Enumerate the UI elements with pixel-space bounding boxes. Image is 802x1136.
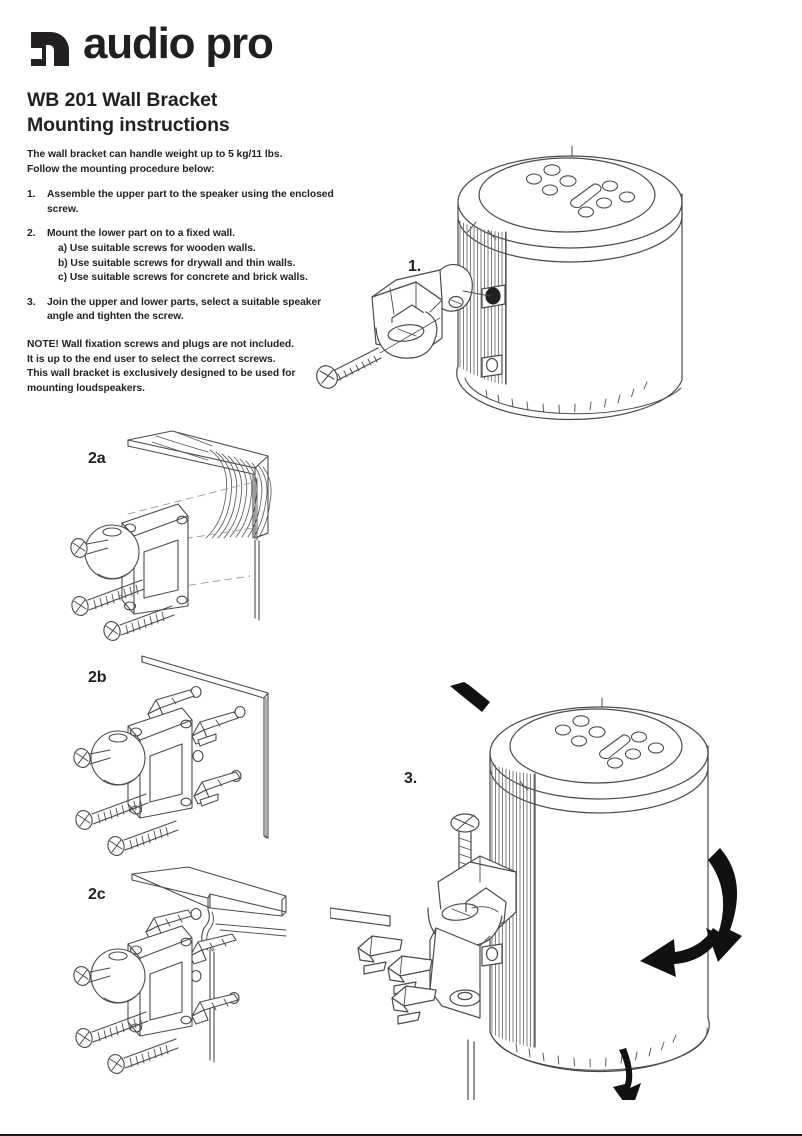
arrow-up-icon [450, 682, 490, 712]
figure-step-2c-illustration [60, 864, 310, 1082]
assembled-bracket [427, 855, 517, 1019]
step-item: 1. Assemble the upper part to the speake… [27, 188, 339, 217]
substep-a: a) Use suitable screws for wooden walls. [58, 243, 256, 255]
step-text-group: Mount the lower part on to a fixed wall.… [47, 227, 339, 285]
page-title: WB 201 Wall Bracket Mounting instruction… [27, 88, 230, 138]
figure-step-1-illustration [300, 122, 780, 502]
wall-plate-assembly [90, 707, 193, 819]
note-line-3: This wall bracket is exclusively designe… [27, 368, 296, 380]
step-item: 3. Join the upper and lower parts, selec… [27, 296, 339, 325]
drywall-screws [73, 748, 179, 856]
upper-bracket-part [371, 269, 443, 359]
instructions-copy: The wall bracket can handle weight up to… [27, 148, 339, 397]
figure-label-3: 3. [404, 770, 417, 787]
expansion-plugs [145, 909, 239, 1025]
motion-arrows [450, 682, 742, 1100]
drywall-panel [141, 655, 269, 839]
wood-screws [70, 538, 175, 641]
steps-list: 1. Assemble the upper part to the speake… [27, 188, 339, 325]
brand-logo: audio pro [27, 19, 274, 68]
wall-plate-assembly [90, 925, 193, 1037]
step-number: 1. [27, 189, 36, 201]
arrow-tilt-down-icon [640, 928, 722, 977]
substep-c: c) Use suitable screws for concrete and … [58, 272, 308, 284]
speaker-upper-bracket-diagram [316, 145, 683, 421]
intro-line-2: Follow the mounting procedure below: [27, 163, 215, 175]
step-item: 2. Mount the lower part on to a fixed wa… [27, 227, 339, 285]
figure-label-2c: 2c [88, 886, 106, 903]
audio-pro-mark-icon [31, 32, 69, 66]
note-prefix: NOTE! [27, 339, 59, 351]
note-line-1-text: Wall fixation screws and plugs are not i… [58, 339, 294, 351]
figure-step-2b-illustration [60, 648, 310, 866]
intro-line-1: The wall bracket can handle weight up to… [27, 149, 283, 160]
figure-label-2b: 2b [88, 669, 107, 686]
wall-plate-assembly [84, 503, 189, 615]
step-text: Mount the lower part on to a fixed wall. [47, 228, 235, 240]
note-block: NOTE! Wall fixation screws and plugs are… [27, 338, 339, 396]
note-line-4: mounting loudspeakers. [27, 382, 145, 394]
substep-b: b) Use suitable screws for drywall and t… [58, 257, 296, 269]
intro-paragraph: The wall bracket can handle weight up to… [27, 148, 339, 177]
concrete-screws [73, 966, 179, 1074]
speaker-socket-icon [481, 284, 506, 309]
arrow-down-icon [613, 1048, 641, 1100]
doc-title-line-1: WB 201 Wall Bracket [27, 89, 218, 111]
doc-title-line-2: Mounting instructions [27, 113, 230, 136]
wooden-wall [127, 430, 272, 621]
figure-step-2a-illustration [60, 428, 310, 646]
figure-step-3-illustration [330, 650, 790, 1100]
note-line-1: NOTE! Wall fixation screws and plugs are… [27, 338, 339, 353]
step-number: 3. [27, 296, 36, 308]
brand-wordmark: audio pro [83, 19, 274, 68]
step-text: Join the upper and lower parts, select a… [47, 296, 322, 323]
figure-label-2a: 2a [88, 450, 106, 467]
step-text: Assemble the upper part to the speaker u… [47, 189, 334, 215]
wooden-wall-mount-diagram [70, 430, 272, 641]
enclosed-screw-icon [316, 317, 441, 389]
step-number: 2. [27, 228, 36, 240]
concrete-brick-wall-mount-diagram [73, 866, 287, 1074]
wall-anchors [330, 907, 475, 1100]
drywall-mount-diagram [73, 655, 269, 856]
note-line-2: It is up to the end user to select the c… [27, 353, 276, 365]
figure-label-1: 1. [408, 258, 421, 275]
speaker-mounted-angle-diagram [330, 682, 742, 1100]
